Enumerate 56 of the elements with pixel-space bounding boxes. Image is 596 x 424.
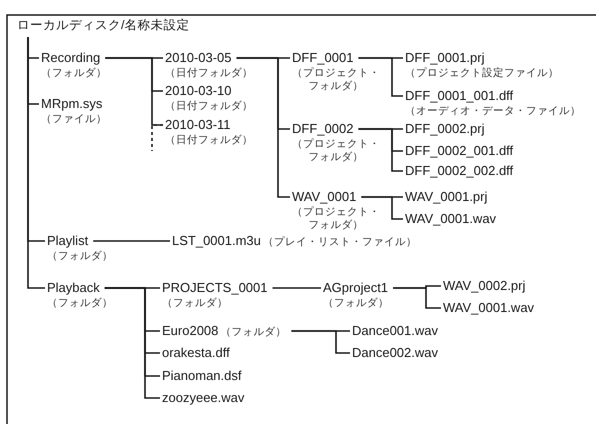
tree-branch-line [358, 128, 403, 172]
file-name: DFF_0002_002.dff [405, 163, 514, 179]
file-name: DFF_0001_001.dff [405, 88, 514, 104]
tree-branch-line [104, 287, 160, 399]
file-name: MRpm.sys [41, 96, 102, 112]
file-type-note: （オーディオ・データ・ファイル） [405, 105, 581, 118]
file-name: DFF_0002.prj [405, 121, 484, 137]
file-name: WAV_0001.wav [405, 211, 496, 227]
file-type-note: （日付フォルダ） [165, 134, 253, 147]
file-name: orakesta.dff [162, 345, 230, 361]
file-name: PROJECTS_0001 [162, 280, 268, 296]
file-name: 2010-03-10 [165, 83, 232, 99]
file-name: WAV_0002.prj [443, 278, 526, 294]
file-name: DFF_0001 [292, 50, 354, 66]
file-name: Playback [47, 280, 100, 296]
file-type-note: （プレイ・リスト・ファイル） [262, 236, 417, 249]
drive-label: ローカルディスク/名称未設定 [17, 17, 190, 33]
tree-branch-line [105, 57, 163, 126]
file-name: 2010-03-05 [165, 50, 232, 66]
file-type-note: （フォルダ） [162, 297, 229, 310]
file-type-note: （ファイル） [41, 113, 107, 126]
tree-branch-line [236, 57, 290, 198]
file-name: WAV_0001 [292, 189, 356, 205]
file-type-note: （プロジェクト・フォルダ） [292, 138, 380, 164]
file-type-note: （フォルダ） [220, 326, 286, 339]
file-type-note: （フォルダ） [47, 250, 113, 263]
file-type-note: （プロジェクト・フォルダ） [292, 67, 380, 93]
file-name: Pianoman.dsf [162, 368, 242, 384]
file-type-note: （日付フォルダ） [165, 100, 253, 113]
file-name: Recording [41, 50, 100, 66]
file-name: DFF_0002_001.dff [405, 143, 514, 159]
file-name: WAV_0001.wav [443, 300, 534, 316]
file-name: 2010-03-11 [165, 117, 231, 133]
file-name: zoozyeee.wav [162, 390, 244, 406]
file-type-note: （フォルダ） [323, 297, 389, 310]
file-name: DFF_0001.prj [405, 50, 484, 66]
file-name: WAV_0001.prj [405, 189, 488, 205]
file-name: Euro2008 [162, 323, 218, 339]
file-name: Dance001.wav [352, 323, 438, 339]
file-name: DFF_0002 [292, 121, 354, 137]
file-name: AGproject1 [323, 280, 388, 296]
file-name: LST_0001.m3u [172, 233, 261, 249]
file-name: Playlist [47, 233, 88, 249]
file-type-note: （プロジェクト設定ファイル） [405, 67, 559, 80]
file-type-note: （フォルダ） [47, 297, 113, 310]
tree-branch-line [361, 196, 403, 220]
file-name: Dance002.wav [352, 345, 438, 361]
file-type-note: （日付フォルダ） [165, 67, 253, 80]
file-type-note: （フォルダ） [41, 67, 107, 80]
tree-branch-line [393, 287, 441, 309]
tree-branch-line [93, 240, 171, 242]
tree-branch-line [272, 287, 321, 289]
file-type-note: （プロジェクト・フォルダ） [292, 206, 380, 232]
tree-branch-line [27, 37, 45, 289]
tree-branch-line [291, 330, 350, 354]
tree-branch-line [358, 57, 403, 97]
